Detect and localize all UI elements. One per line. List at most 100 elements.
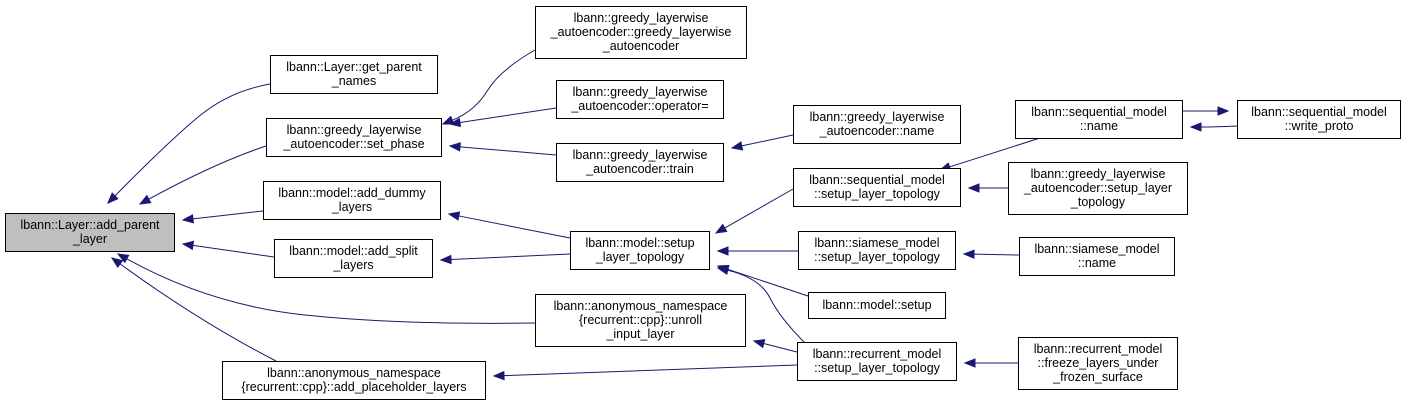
node-box[interactable] — [797, 342, 957, 381]
node-box[interactable] — [556, 143, 724, 182]
edge-line — [741, 134, 794, 147]
node-label-line: ::name — [1080, 119, 1118, 133]
edge-seq_write_proto-to-seq_name — [1189, 122, 1238, 132]
node-label-line: _input_layer — [605, 327, 674, 341]
node-box[interactable] — [270, 55, 438, 94]
node-unroll_input[interactable]: lbann::anonymous_namespace{recurrent::cp… — [535, 294, 746, 347]
node-box[interactable] — [570, 231, 710, 270]
edge-add_placeholder-to-add_parent_layer — [110, 257, 277, 362]
node-rec_freeze[interactable]: lbann::recurrent_model::freeze_layers_un… — [1018, 337, 1178, 390]
node-label-line: lbann::model::setup — [585, 236, 694, 250]
node-seq_write_proto[interactable]: lbann::sequential_model::write_proto — [1237, 100, 1401, 139]
node-gla_setup_layer_topo[interactable]: lbann::greedy_layerwise_autoencoder::set… — [1008, 162, 1188, 215]
node-box[interactable] — [1008, 162, 1188, 215]
node-box[interactable] — [266, 118, 442, 157]
node-box[interactable] — [263, 181, 441, 220]
edge-arrowhead — [967, 183, 980, 193]
node-label-line: lbann::anonymous_namespace — [267, 366, 441, 380]
node-add_placeholder[interactable]: lbann::anonymous_namespace{recurrent::cp… — [222, 361, 486, 400]
edge-arrowhead — [107, 192, 119, 204]
edge-arrowhead — [962, 249, 975, 259]
node-label-line: lbann::greedy_layerwise — [573, 85, 708, 99]
edge-line — [148, 145, 267, 200]
node-label-line: _layer — [72, 232, 107, 246]
edge-rec_setup_topo-to-model_setup_topo — [716, 265, 806, 344]
edges-layer — [107, 49, 1238, 381]
node-label-line: _autoencoder::train — [585, 162, 694, 176]
node-box[interactable] — [222, 361, 486, 400]
edge-arrowhead — [181, 240, 195, 251]
node-box[interactable] — [535, 6, 747, 59]
edge-line — [459, 107, 557, 124]
edge-line — [763, 342, 798, 353]
edge-arrowhead — [138, 194, 152, 205]
node-box[interactable] — [808, 292, 946, 319]
node-box[interactable] — [274, 239, 433, 278]
node-box[interactable] — [1018, 337, 1178, 390]
edge-model_add_dummy-to-add_parent_layer — [181, 210, 264, 224]
node-gla_train[interactable]: lbann::greedy_layerwise_autoencoder::tra… — [556, 143, 724, 182]
edge-siamese_name-to-siamese_setup_topo — [962, 249, 1020, 259]
edge-siamese_setup_topo-to-model_setup_topo — [716, 246, 798, 256]
edge-arrowhead — [448, 142, 461, 152]
edge-gla_setup_layer_topo-to-seq_setup_topo — [967, 183, 1008, 193]
node-model_add_dummy[interactable]: lbann::model::add_dummy_layers — [263, 181, 441, 220]
node-label-line: lbann::sequential_model — [1251, 105, 1387, 119]
edge-arrowhead — [439, 254, 452, 265]
node-box[interactable] — [793, 168, 961, 207]
edge-arrowhead — [730, 141, 744, 151]
node-label-line: _layer_topology — [595, 250, 685, 264]
edge-line — [503, 364, 798, 377]
node-label-line: lbann::Layer::add_parent — [21, 218, 161, 232]
node-label-line: lbann::Layer::get_parent — [286, 60, 422, 74]
edge-line — [458, 215, 571, 239]
node-label-line: lbann::model::add_dummy — [278, 186, 426, 200]
node-box[interactable] — [798, 231, 956, 270]
node-model_add_split[interactable]: lbann::model::add_split_layers — [274, 239, 433, 278]
edge-model_setup_topo-to-model_add_split — [439, 253, 571, 265]
edge-rec_setup_topo-to-unroll_input — [752, 339, 798, 353]
node-label-line: lbann::siamese_model — [814, 236, 939, 250]
node-box[interactable] — [1015, 100, 1183, 139]
node-label-line: ::setup_layer_topology — [814, 361, 941, 375]
edge-gla_set_phase-to-add_parent_layer — [138, 145, 267, 205]
node-box[interactable] — [5, 213, 175, 252]
node-label-line: ::name — [1078, 256, 1116, 270]
node-gla_name[interactable]: lbann::greedy_layerwise_autoencoder::nam… — [793, 105, 961, 144]
edge-arrowhead — [116, 253, 130, 264]
node-gla_set_phase[interactable]: lbann::greedy_layerwise_autoencoder::set… — [266, 118, 442, 157]
node-box[interactable] — [1019, 237, 1175, 276]
node-box[interactable] — [535, 294, 746, 347]
edge-arrowhead — [110, 257, 124, 269]
node-box[interactable] — [556, 80, 724, 119]
edge-arrowhead — [447, 211, 461, 221]
edge-arrowhead — [1217, 106, 1230, 116]
node-label-line: lbann::sequential_model — [1031, 105, 1167, 119]
node-model_setup[interactable]: lbann::model::setup — [808, 292, 946, 319]
edge-line — [192, 210, 264, 220]
node-label-line: lbann::model::add_split — [289, 244, 418, 258]
edge-arrowhead — [716, 246, 729, 256]
node-gla_ctor[interactable]: lbann::greedy_layerwise_autoencoder::gre… — [535, 6, 747, 59]
edge-line — [727, 269, 806, 344]
node-label-line: _autoencoder — [602, 39, 679, 53]
edge-seq_name-to-seq_write_proto — [1182, 106, 1230, 116]
node-seq_name[interactable]: lbann::sequential_model::name — [1015, 100, 1183, 139]
node-siamese_setup_topo[interactable]: lbann::siamese_model::setup_layer_topolo… — [798, 231, 956, 270]
node-box[interactable] — [793, 105, 961, 144]
node-seq_setup_topo[interactable]: lbann::sequential_model::setup_layer_top… — [793, 168, 961, 207]
edge-line — [949, 137, 1041, 168]
node-model_setup_topo[interactable]: lbann::model::setup_layer_topology — [570, 231, 710, 270]
node-add_parent_layer[interactable]: lbann::Layer::add_parent_layer — [5, 213, 175, 252]
edge-line — [459, 146, 557, 156]
edge-arrowhead — [716, 265, 730, 276]
node-get_parent_names[interactable]: lbann::Layer::get_parent_names — [270, 55, 438, 94]
node-gla_operator[interactable]: lbann::greedy_layerwise_autoencoder::ope… — [556, 80, 724, 119]
node-rec_setup_topo[interactable]: lbann::recurrent_model::setup_layer_topo… — [797, 342, 957, 381]
node-siamese_name[interactable]: lbann::siamese_model::name — [1019, 237, 1175, 276]
edge-line — [450, 253, 571, 261]
node-box[interactable] — [1237, 100, 1401, 139]
node-label-line: lbann::recurrent_model — [1034, 342, 1163, 356]
edge-arrowhead — [492, 370, 505, 381]
edge-line — [973, 253, 1020, 256]
